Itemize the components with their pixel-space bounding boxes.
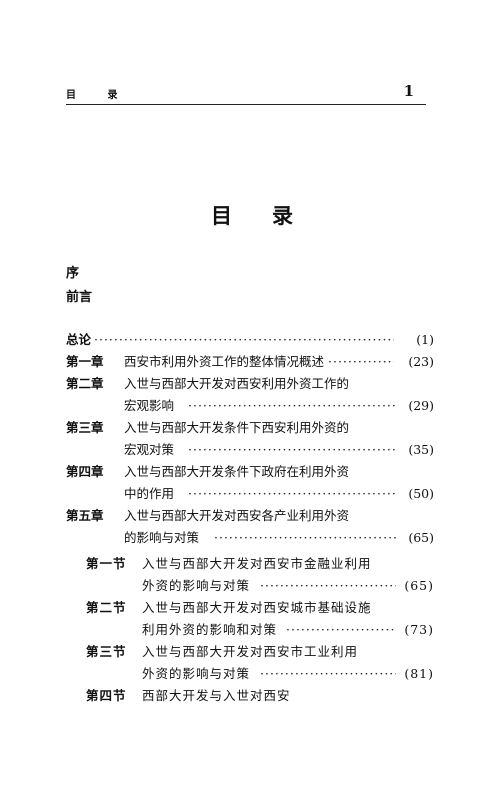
chapter-title-line: 中的作用: [124, 486, 175, 501]
toc-entry-chapter-1: 第一章 西安市利用外资工作的整体情况概述 ···················…: [66, 354, 434, 370]
toc-page-ref: (23): [408, 354, 434, 369]
dot-leader: ········································…: [188, 398, 396, 413]
dot-leader: ········································…: [188, 442, 396, 457]
chapter-title-line: 入世与西部大开发对西安利用外资工作的: [124, 376, 350, 391]
toc-entry-section-1: 第一节 入世与西部大开发对西安市金融业利用: [86, 556, 434, 572]
chapter-title-line: 西安市利用外资工作的整体情况概述: [124, 354, 325, 369]
chapter-title-line: 的影响与对策: [124, 530, 200, 545]
section-title-line: 外资的影响与对策: [142, 666, 251, 681]
toc-entry-chapter-3-cont: 宏观对策 ···································…: [124, 442, 434, 458]
chapter-label: 第一章: [66, 354, 104, 369]
dot-leader: ········································…: [214, 530, 396, 545]
toc-entry-chapter-5: 第五章 入世与西部大开发对西安各产业利用外资: [66, 508, 434, 524]
section-label: 第三节: [86, 644, 127, 659]
chapter-title-line: 入世与西部大开发对西安各产业利用外资: [124, 508, 350, 523]
toc-entry-general: 总论 ·····································…: [66, 332, 434, 348]
toc-entry-chapter-5-cont: 的影响与对策 ·································…: [124, 530, 434, 546]
dot-leader: ········································…: [260, 666, 396, 681]
section-title-line: 入世与西部大开发对西安市工业利用: [142, 644, 359, 659]
toc-entry-chapter-2-cont: 宏观影响 ···································…: [124, 398, 434, 414]
front-matter-preface: 序: [66, 266, 80, 281]
section-label: 第一节: [86, 556, 127, 571]
section-title-line: 西部大开发与入世对西安: [142, 688, 291, 703]
toc-entry-chapter-4: 第四章 入世与西部大开发条件下政府在利用外资: [66, 464, 434, 480]
toc-entry-section-3-cont: 外资的影响与对策 ·······························…: [142, 666, 434, 682]
toc-entry-section-3: 第三节 入世与西部大开发对西安市工业利用: [86, 644, 434, 660]
chapter-title-line: 宏观影响: [124, 398, 175, 413]
toc-entry-chapter-2: 第二章 入世与西部大开发对西安利用外资工作的: [66, 376, 434, 392]
toc-page-ref: (35): [408, 442, 434, 457]
toc-page-ref: (65): [404, 578, 434, 593]
toc-page-ref: (50): [408, 486, 434, 501]
toc-page-ref: (81): [404, 666, 434, 681]
running-head-title: 目 录: [66, 90, 132, 101]
toc-entry-chapter-4-cont: 中的作用 ···································…: [124, 486, 434, 502]
toc-entry-section-2: 第二节 入世与西部大开发对西安城市基础设施: [86, 600, 434, 616]
dot-leader: ········································…: [94, 332, 394, 347]
dot-leader: ······································: [286, 622, 396, 637]
dot-leader: ········································…: [188, 486, 396, 501]
section-label: 第二节: [86, 600, 127, 615]
chapter-title-line: 入世与西部大开发条件下西安利用外资的: [124, 420, 350, 435]
dot-leader: ········································…: [260, 578, 396, 593]
toc-title: 目录: [211, 204, 333, 228]
chapter-label: 第三章: [66, 420, 104, 435]
section-title-line: 外资的影响与对策: [142, 578, 251, 593]
chapter-title-line: 入世与西部大开发条件下政府在利用外资: [124, 464, 350, 479]
dot-leader: ·······················: [328, 354, 394, 369]
section-label: 第四节: [86, 688, 127, 703]
chapter-label: 第二章: [66, 376, 104, 391]
toc-entry-section-2-cont: 利用外资的影响和对策 ·····························…: [142, 622, 434, 638]
page-number: 1: [403, 82, 414, 100]
running-head: 目 录 1: [66, 82, 426, 105]
toc-entry-chapter-3: 第三章 入世与西部大开发条件下西安利用外资的: [66, 420, 434, 436]
toc-page-ref: (65): [408, 530, 434, 545]
chapter-title-line: 宏观对策: [124, 442, 175, 457]
section-title-line: 入世与西部大开发对西安城市基础设施: [142, 600, 372, 615]
toc-page-ref: (1): [416, 332, 434, 347]
toc-page-ref: (29): [408, 398, 434, 413]
section-title-line: 利用外资的影响和对策: [142, 622, 278, 637]
section-title-line: 入世与西部大开发对西安市金融业利用: [142, 556, 372, 571]
chapter-label: 第五章: [66, 508, 104, 523]
toc-page-ref: (73): [404, 622, 434, 637]
front-matter-foreword: 前言: [66, 290, 93, 305]
toc-entry-section-1-cont: 外资的影响与对策 ·······························…: [142, 578, 434, 594]
chapter-label: 第四章: [66, 464, 104, 479]
toc-entry-section-4: 第四节 西部大开发与入世对西安: [86, 688, 434, 704]
toc-entry-text: 总论: [66, 332, 92, 347]
